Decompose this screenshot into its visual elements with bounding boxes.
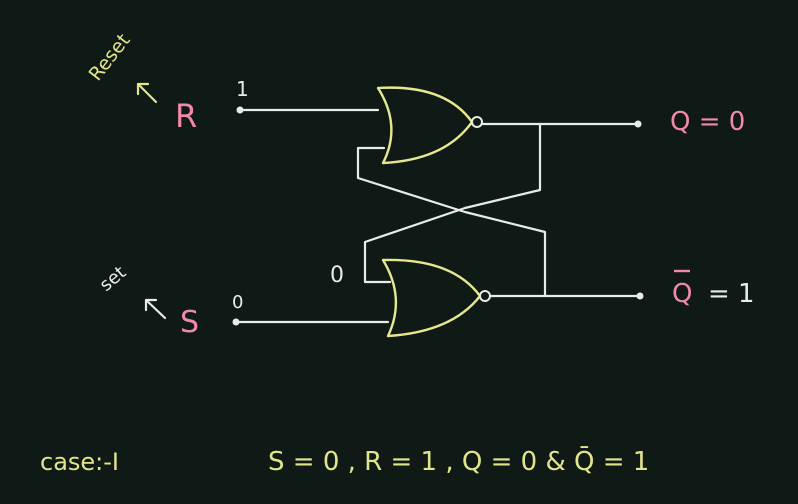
top-nor-bubble	[471, 116, 483, 128]
set-arrow	[144, 298, 167, 320]
q-output-label: Q = 0	[670, 107, 745, 137]
q-output-terminal	[634, 120, 642, 128]
s-input-label: S	[180, 305, 199, 340]
qbar-letter: Q	[672, 279, 692, 309]
r-input-terminal	[236, 106, 244, 114]
reset-label: Reset	[85, 30, 135, 85]
bottom-nor-bubble	[479, 290, 491, 302]
q-feedback-wire	[363, 122, 542, 284]
r-value-label: 1	[236, 77, 249, 101]
set-label: set	[96, 262, 131, 296]
s-value-label: 0	[232, 292, 243, 313]
qbar-output-terminal	[636, 292, 644, 300]
qbar-value: = 1	[708, 279, 755, 309]
qbar-feedback-wire	[356, 146, 547, 298]
r-input-label: R	[175, 97, 197, 135]
case-equation: S = 0 , R = 1 , Q = 0 & Q̄ = 1	[268, 445, 649, 477]
bottom-nor-gate	[381, 258, 482, 338]
feedback-value-label: 0	[330, 263, 344, 288]
s-input-terminal	[232, 318, 240, 326]
reset-arrow	[136, 82, 158, 104]
qbar-output-label: Q = 1	[672, 269, 755, 309]
top-nor-gate	[376, 86, 474, 165]
case-label: case:-I	[40, 448, 119, 476]
